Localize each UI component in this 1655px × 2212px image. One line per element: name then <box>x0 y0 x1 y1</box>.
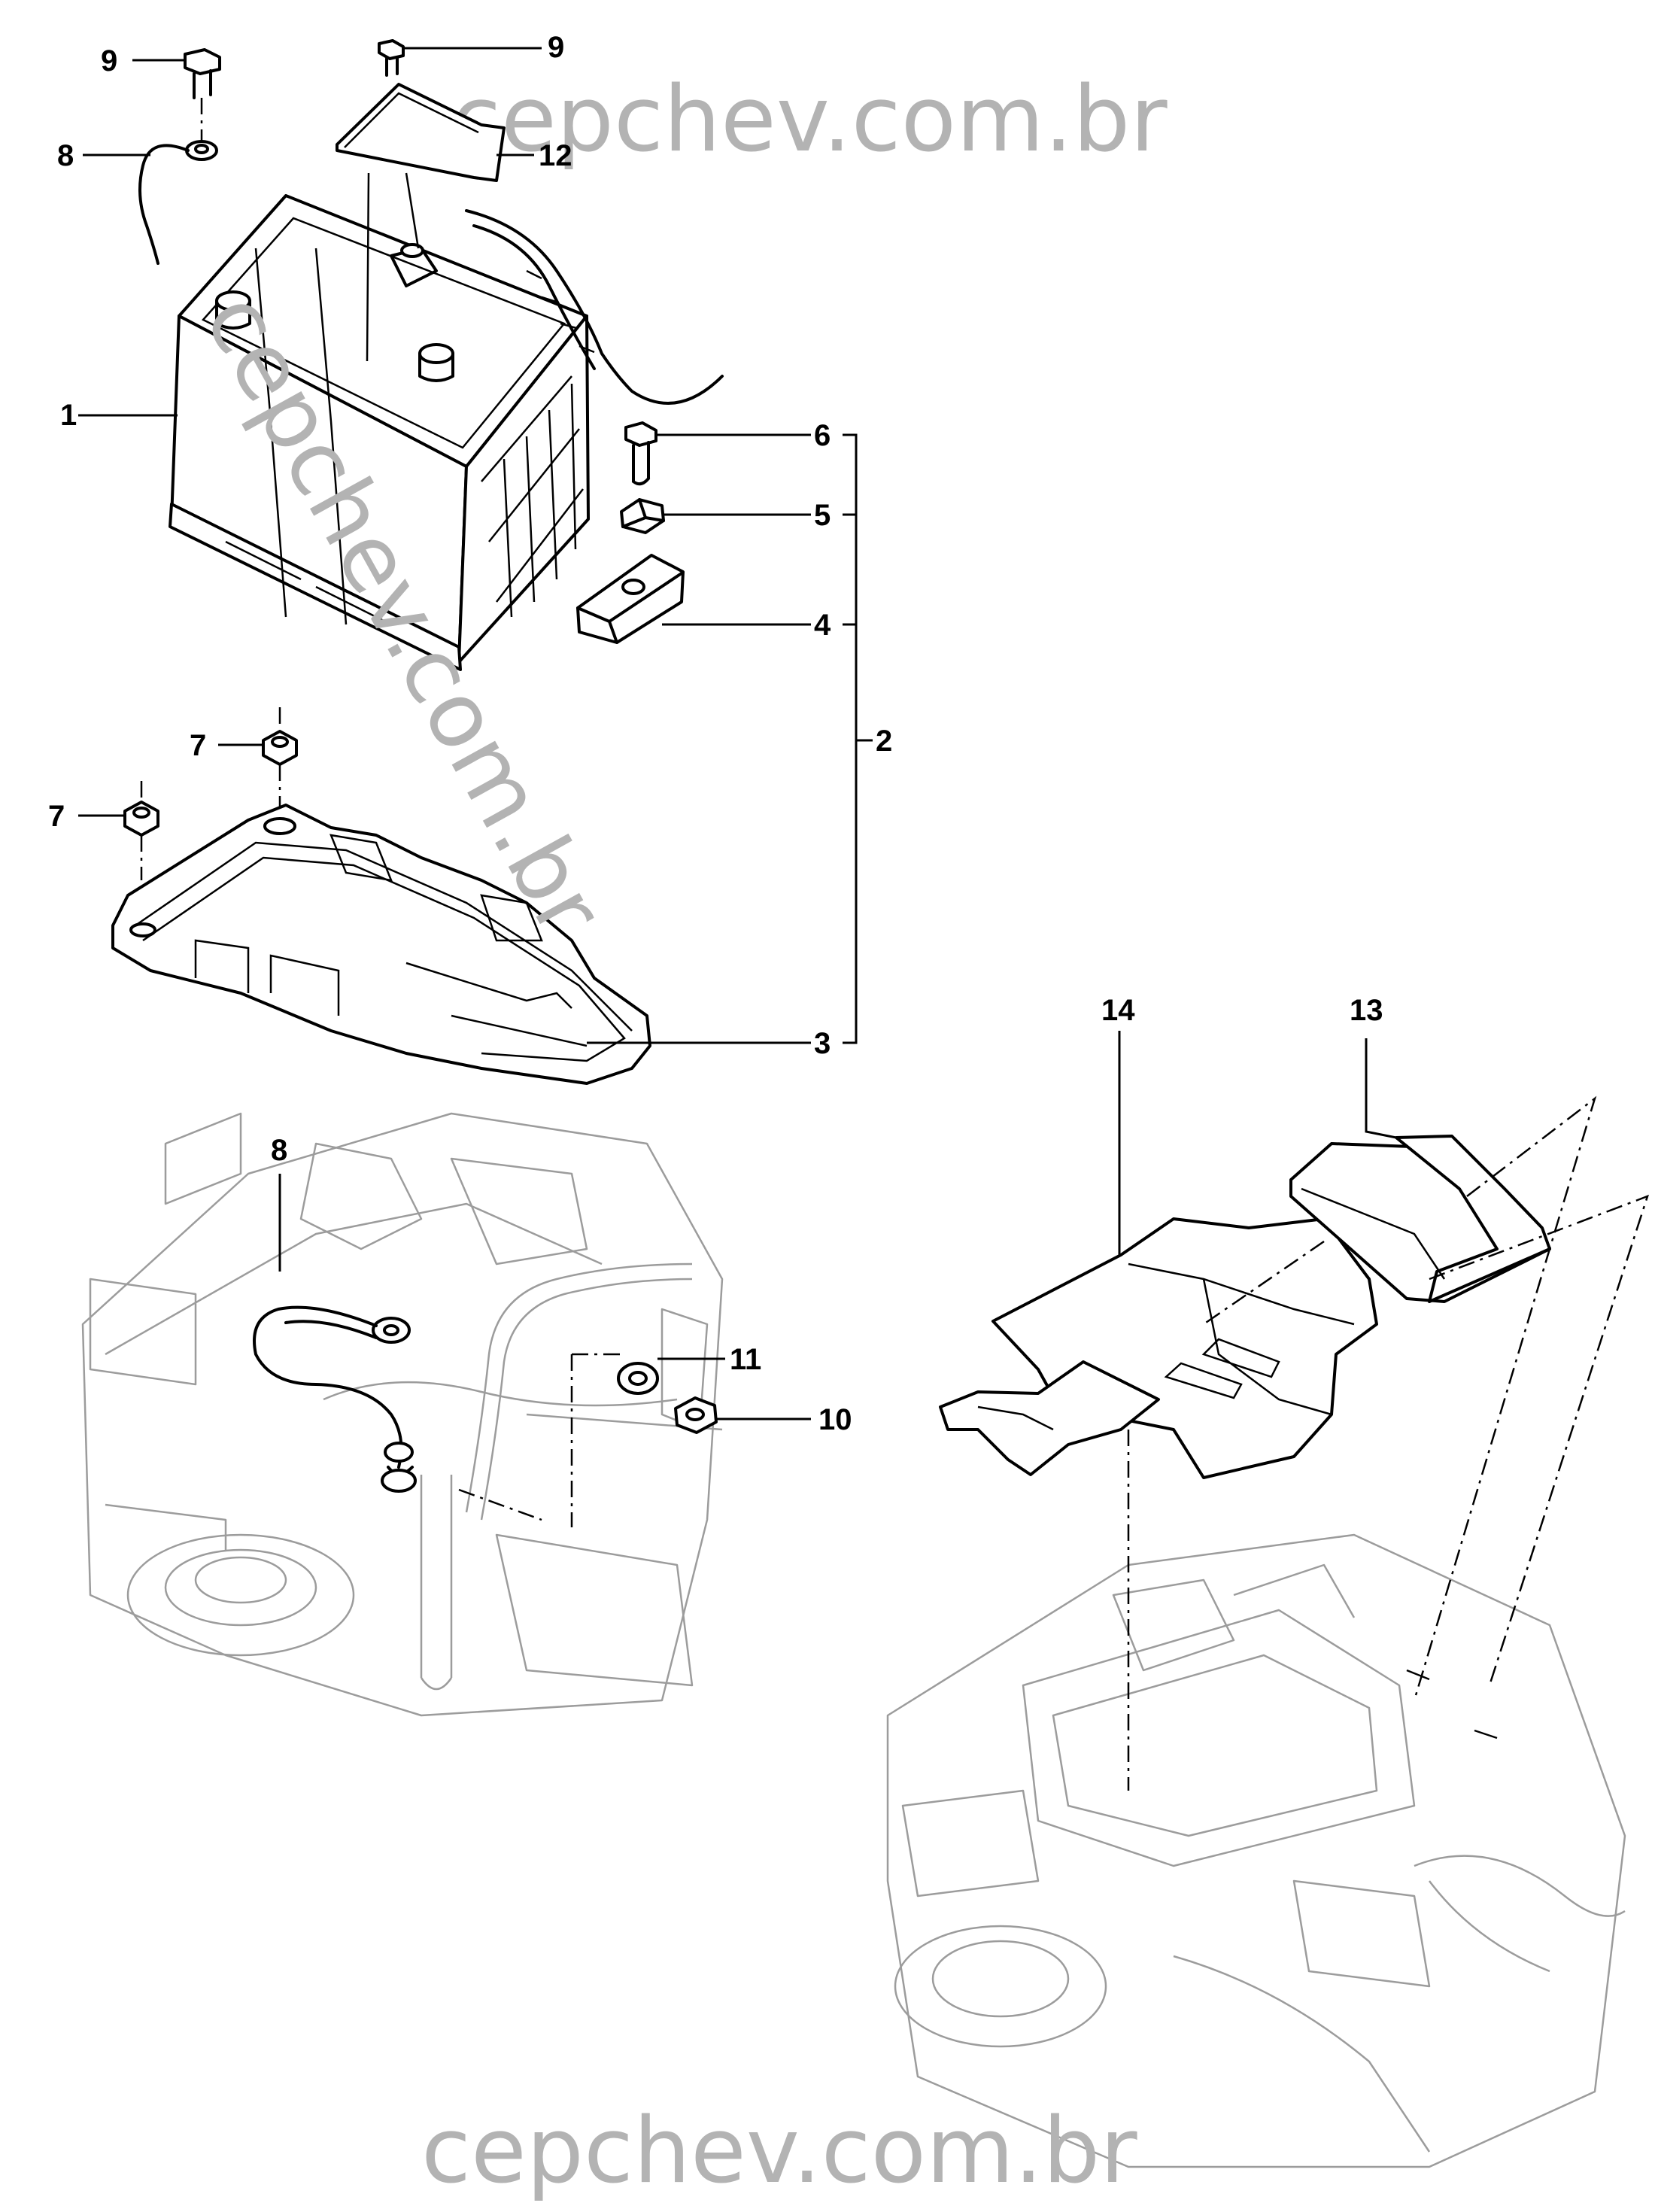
callout-11: 11 <box>730 1343 761 1376</box>
battery-tray-3 <box>111 804 811 1085</box>
callout-13: 13 <box>1350 994 1383 1027</box>
washer-11 <box>572 1353 725 1395</box>
callout-7-upper: 7 <box>190 729 206 762</box>
callout-2: 2 <box>876 725 892 758</box>
nut-7-lower <box>78 781 159 880</box>
terminal-cover-12 <box>336 83 534 362</box>
bolt-9-right <box>378 39 542 77</box>
callout-9-right: 9 <box>548 31 564 64</box>
callout-7-lower: 7 <box>48 800 65 833</box>
battery <box>169 194 590 671</box>
callout-6: 6 <box>814 419 831 452</box>
nut-7-upper <box>218 707 298 813</box>
callout-1: 1 <box>60 399 77 432</box>
group-bracket-2 <box>843 433 873 1044</box>
harness-lower-left <box>465 1262 693 1521</box>
shield-cover-13 <box>1203 1038 1649 1740</box>
callout-9-left: 9 <box>101 44 117 77</box>
nut-10 <box>674 1396 811 1434</box>
ground-cable-8-top <box>83 140 218 265</box>
callout-10: 10 <box>818 1403 852 1436</box>
ground-strap-8-lower <box>253 1174 417 1493</box>
install-guide-lower-left <box>458 1354 573 1527</box>
engine-bay-ghost-left <box>81 1112 724 1717</box>
engine-bay-ghost-right <box>886 1533 1626 2168</box>
hold-down-bolt-6 <box>624 421 811 486</box>
callout-3: 3 <box>814 1027 831 1060</box>
bolt-9-left <box>132 48 221 143</box>
watermark-bottom: cepchev.com.br <box>421 2099 1137 2204</box>
callout-8-lower: 8 <box>271 1134 287 1167</box>
callout-4: 4 <box>814 609 831 642</box>
hold-down-nut-5 <box>620 498 811 534</box>
watermark-top: cepchev.com.br <box>451 68 1168 172</box>
callout-14: 14 <box>1101 994 1135 1027</box>
hold-down-clamp-4 <box>576 554 811 644</box>
callout-5: 5 <box>814 499 831 532</box>
callout-8-top: 8 <box>57 139 74 172</box>
callout-12: 12 <box>539 139 572 172</box>
battery-shield-14 <box>939 1031 1378 1791</box>
